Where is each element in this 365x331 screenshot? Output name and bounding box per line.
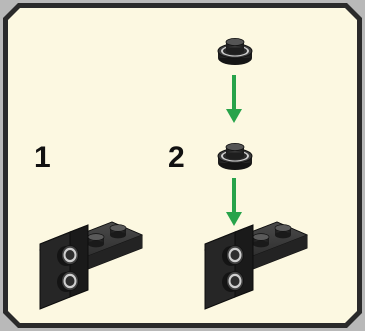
step-number-1: 1 xyxy=(34,141,51,174)
step-number-2: 2 xyxy=(168,141,185,174)
